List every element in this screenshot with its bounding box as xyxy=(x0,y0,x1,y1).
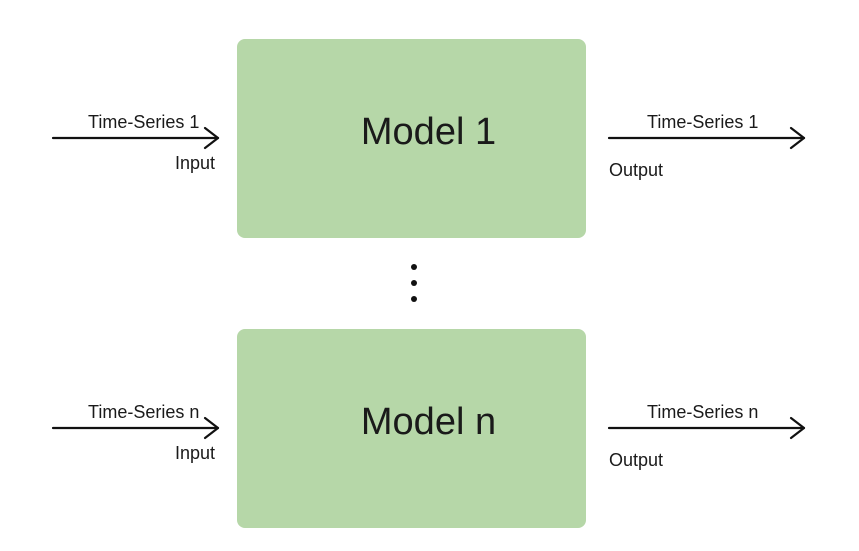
model-box-n: Model n xyxy=(237,329,586,528)
model-box-1: Model 1 xyxy=(237,39,586,238)
output-series-label-1: Time-Series 1 xyxy=(647,112,759,132)
output-arrow-1 xyxy=(607,126,806,150)
input-series-label-n: Time-Series n xyxy=(88,402,200,422)
output-series-label-n: Time-Series n xyxy=(647,402,759,422)
ellipsis-dot xyxy=(411,280,417,286)
model-label-n: Model n xyxy=(360,401,497,443)
input-arrow-n xyxy=(51,416,220,440)
input-series-label-1: Time-Series 1 xyxy=(88,112,200,132)
input-label-1: Input xyxy=(175,153,216,173)
ellipsis-dot xyxy=(411,264,417,270)
ellipsis-dot xyxy=(411,296,417,302)
model-label-1: Model 1 xyxy=(360,111,497,153)
input-label-n: Input xyxy=(175,443,216,463)
output-label-n: Output xyxy=(609,450,664,470)
output-label-1: Output xyxy=(609,160,664,180)
output-arrow-n xyxy=(607,416,806,440)
input-arrow-1 xyxy=(51,126,220,150)
